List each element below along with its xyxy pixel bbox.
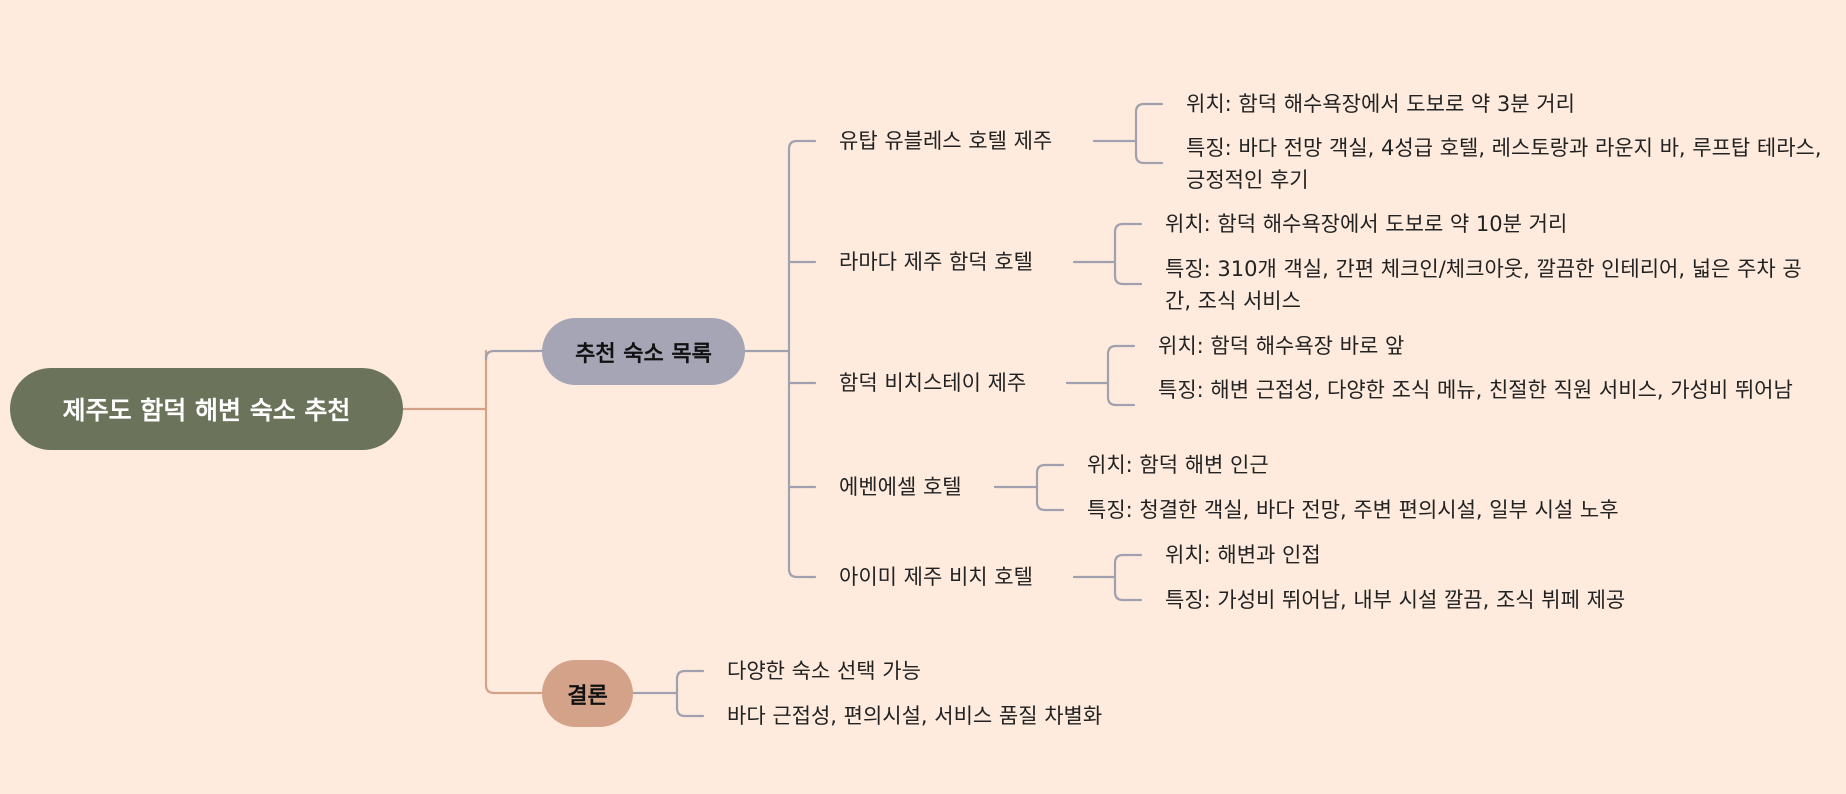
branch-conclusion[interactable]: 결론 — [542, 660, 633, 727]
hotel-name[interactable]: 함덕 비치스테이 제주 — [839, 371, 1027, 395]
hotel-location[interactable]: 위치: 해변과 인접 — [1165, 543, 1321, 567]
hotel-location[interactable]: 위치: 함덕 해변 인근 — [1087, 453, 1269, 477]
hotel-features[interactable]: 특징: 바다 전망 객실, 4성급 호텔, 레스토랑과 라운지 바, 루프탑 테… — [1186, 136, 1822, 192]
hotel-location[interactable]: 위치: 함덕 해수욕장 바로 앞 — [1158, 334, 1405, 358]
hotel-location[interactable]: 위치: 함덕 해수욕장에서 도보로 약 3분 거리 — [1186, 92, 1575, 116]
hotel-name[interactable]: 에벤에셀 호텔 — [839, 475, 962, 499]
hotel-name[interactable]: 유탑 유블레스 호텔 제주 — [839, 129, 1053, 153]
hotel-location[interactable]: 위치: 함덕 해수욕장에서 도보로 약 10분 거리 — [1165, 212, 1568, 236]
hotel-features[interactable]: 특징: 해변 근접성, 다양한 조식 메뉴, 친절한 직원 서비스, 가성비 뛰… — [1158, 378, 1793, 402]
hotel-features[interactable]: 특징: 가성비 뛰어남, 내부 시설 깔끔, 조식 뷔페 제공 — [1165, 588, 1626, 612]
branch-recommended-list[interactable]: 추천 숙소 목록 — [542, 318, 745, 385]
hotel-name[interactable]: 아이미 제주 비치 호텔 — [839, 565, 1033, 589]
hotel-features[interactable]: 특징: 310개 객실, 간편 체크인/체크아웃, 깔끔한 인테리어, 넓은 주… — [1165, 257, 1802, 313]
conclusion-item[interactable]: 다양한 숙소 선택 가능 — [727, 659, 921, 683]
root-topic[interactable]: 제주도 함덕 해변 숙소 추천 — [10, 368, 403, 450]
conclusion-item[interactable]: 바다 근접성, 편의시설, 서비스 품질 차별화 — [727, 704, 1103, 728]
hotel-name[interactable]: 라마다 제주 함덕 호텔 — [839, 250, 1033, 274]
hotel-features[interactable]: 특징: 청결한 객실, 바다 전망, 주변 편의시설, 일부 시설 노후 — [1087, 498, 1619, 522]
